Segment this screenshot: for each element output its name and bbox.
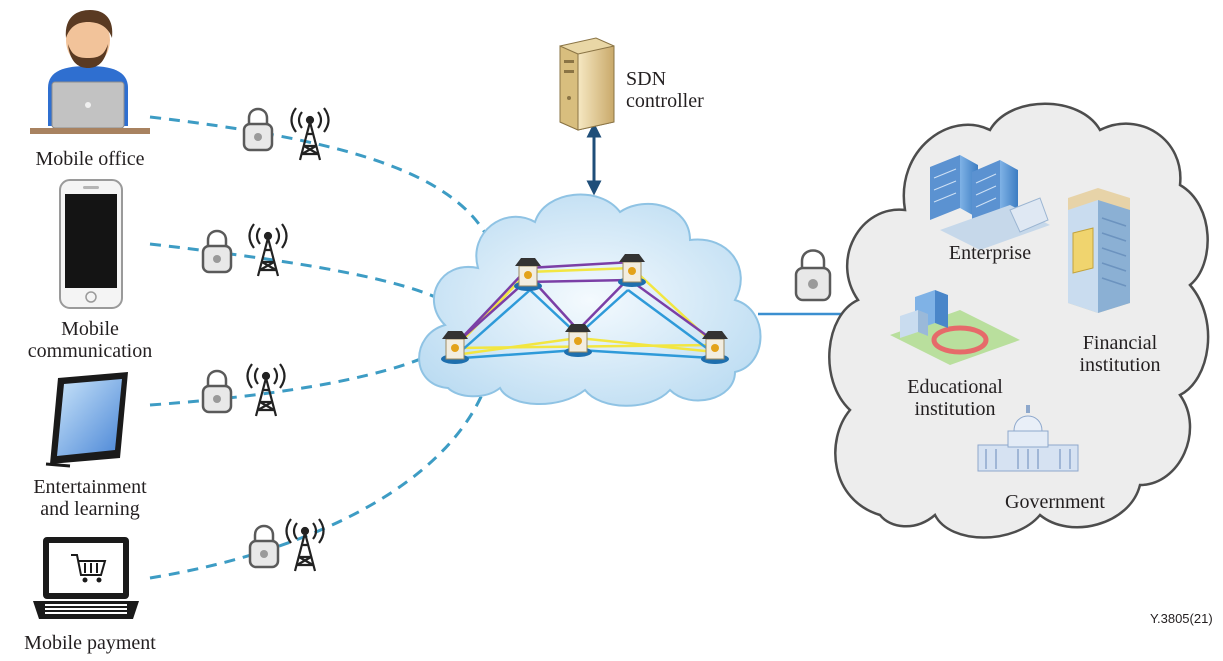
padlocks: [201, 107, 832, 569]
smartphone-icon: [59, 179, 123, 309]
router-nodes: [441, 254, 729, 364]
building-icon: [890, 290, 1020, 365]
capitol-icon: [977, 405, 1079, 472]
padlock-icon: [201, 229, 233, 274]
services-cloud: [828, 102, 1210, 539]
device-label-mobile-communication: Mobile communication: [27, 318, 153, 362]
cell-tower-icon: [285, 518, 325, 572]
destination-label-government: Government: [1005, 491, 1105, 513]
building-icon: [1068, 188, 1130, 313]
link-entertainment: [149, 343, 451, 407]
link-mobile-communication: [149, 242, 443, 302]
destination-label-enterprise: Enterprise: [948, 242, 1032, 264]
router-node-icon: [514, 258, 542, 291]
laptop-cart-icon: [33, 537, 139, 619]
tablet-icon: [45, 372, 128, 468]
link-mobile-office: [149, 115, 490, 239]
router-node-icon: [564, 324, 592, 357]
destination-label-financial: Financial institution: [1079, 332, 1161, 376]
access-links: [149, 115, 490, 580]
device-label-mobile-payment: Mobile payment: [24, 632, 156, 654]
person-laptop-icon: [30, 10, 150, 134]
server-icon: [559, 37, 615, 131]
cell-tower-icon: [248, 223, 288, 277]
destination-label-educational: Educational institution: [907, 376, 1003, 420]
sdn-cloud: [418, 193, 762, 407]
building-icon: [930, 155, 1050, 250]
cell-tower-icon: [246, 363, 286, 417]
device-label-mobile-office: Mobile office: [35, 148, 145, 170]
router-node-icon: [701, 331, 729, 364]
padlock-icon: [248, 524, 280, 569]
padlock-icon: [242, 107, 274, 152]
router-node-icon: [441, 331, 469, 364]
figure-identifier: Y.3805(21): [1150, 611, 1213, 626]
padlock-icon: [201, 369, 233, 414]
link-mobile-payment: [149, 384, 488, 580]
cell-towers: [246, 107, 330, 572]
cell-tower-icon: [290, 107, 330, 161]
controller-label: SDN controller: [626, 68, 704, 112]
device-label-entertainment: Entertainment and learning: [33, 476, 147, 520]
padlock-icon: [794, 249, 832, 302]
router-node-icon: [618, 254, 646, 287]
